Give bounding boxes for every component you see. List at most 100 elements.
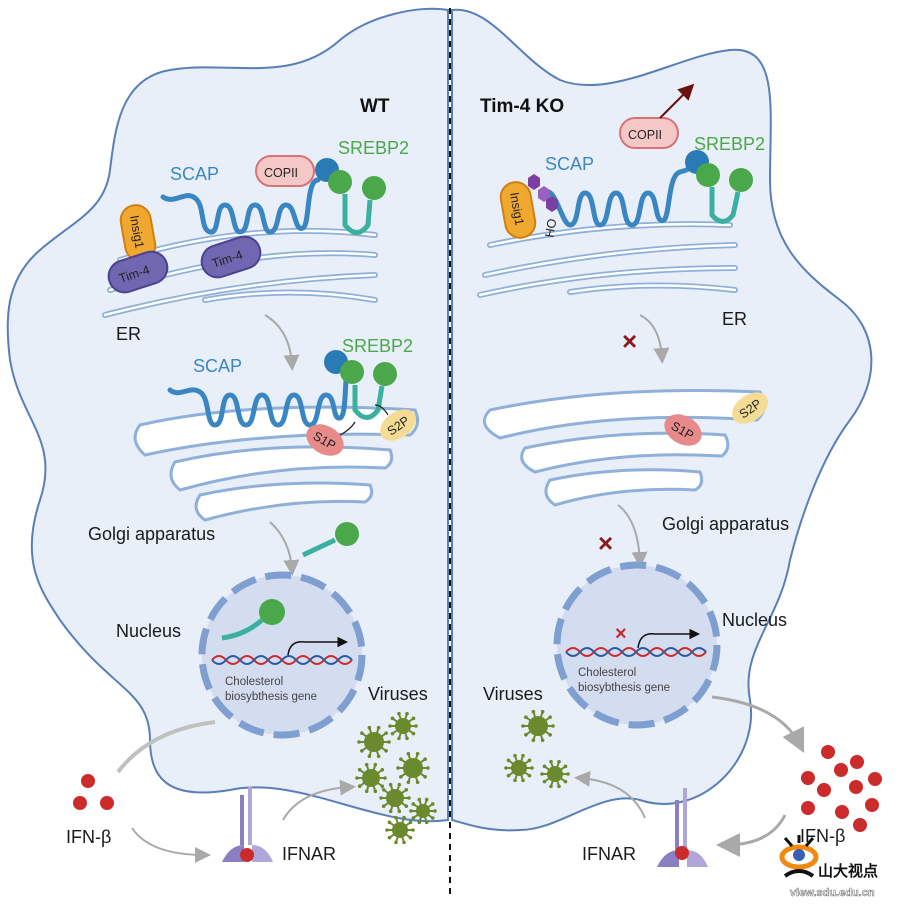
virus-particle	[385, 815, 415, 845]
srebp2-chain-right	[709, 187, 741, 224]
ifn-dot	[868, 772, 882, 786]
scap-protein-golgi-left	[167, 362, 353, 428]
ifn-dot	[801, 771, 815, 785]
gene-label-right-2: biosybthesis gene	[578, 682, 670, 694]
copii-right	[619, 117, 679, 149]
arrow-ifn-to-ifnar-left	[131, 827, 211, 863]
srebp2-label-left: SREBP2	[338, 138, 409, 158]
srebp2-fragment-head	[335, 522, 359, 546]
gene-label-left-1: Cholesterol	[225, 676, 283, 688]
virus-particle	[355, 762, 387, 794]
dna-strand-blue-right	[565, 647, 707, 657]
scap-protein-left	[160, 177, 321, 235]
srebp2-head1-left	[328, 170, 352, 194]
virus-cluster-right	[504, 709, 570, 789]
srebp2-label-golgi-left: SREBP2	[342, 336, 413, 356]
s2p-right	[731, 392, 769, 424]
ifn-dot	[835, 805, 849, 819]
transcription-arrow-left	[287, 636, 348, 656]
srebp2-label-right: SREBP2	[694, 134, 765, 154]
copii-left	[255, 155, 315, 187]
virus-particle	[388, 711, 418, 741]
arrow-er-to-golgi-left	[264, 314, 300, 371]
golgi-right	[482, 388, 766, 507]
ifnar-receptor-right	[657, 788, 708, 867]
nucleus-label-right: Nucleus	[722, 610, 787, 630]
viruses-label-right: Viruses	[483, 684, 543, 704]
insig1-right	[499, 181, 537, 239]
scap-protein-right	[542, 162, 698, 228]
ifn-dot	[817, 783, 831, 797]
srebp2-head2-right	[729, 168, 753, 192]
panel-title-ko: Tim-4 KO	[480, 96, 564, 117]
er-label-left: ER	[116, 324, 141, 344]
ifn-dot	[850, 755, 864, 769]
s2p-cleavage-arrow	[374, 404, 389, 416]
srebp2-nuclear-head	[259, 599, 285, 625]
ifnar-receptor-left	[222, 787, 273, 862]
s1p-left	[306, 424, 344, 456]
arrow-ifnar-to-viruses-right	[574, 770, 646, 819]
srebp2-chain-left	[342, 194, 373, 235]
virus-cluster-left	[355, 711, 437, 845]
nucleus-label-left: Nucleus	[116, 621, 181, 641]
s1p-cleavage-arrow	[339, 421, 356, 436]
srebp2-nuclear-chain	[221, 618, 264, 641]
s1p-right	[664, 414, 702, 446]
ifn-label-left: IFN-β	[66, 827, 111, 847]
er-right-inner	[478, 222, 737, 297]
insig1-label-left: Insig1	[127, 214, 147, 249]
ifnar-label-right: IFNAR	[582, 844, 636, 864]
watermark-text: 山大视点	[818, 862, 878, 880]
arrow-golgi-to-nucleus-left	[269, 521, 300, 576]
ifn-dot	[853, 818, 867, 832]
block-mark-golgi-nucleus: ×	[598, 528, 613, 558]
tim4-left-2	[200, 235, 262, 279]
s2p-left	[379, 409, 417, 441]
srebp2-head2-left	[362, 176, 386, 200]
golgi-label-left: Golgi apparatus	[88, 524, 215, 544]
er-label-right: ER	[722, 309, 747, 329]
srebp2-head1-right	[696, 163, 720, 187]
arrow-ifnar-to-viruses-left	[282, 779, 356, 821]
gene-label-left-2: biosybthesis gene	[225, 691, 317, 703]
ifn-dot	[100, 796, 114, 810]
golgi-left	[133, 405, 420, 522]
copii-label-right: COPII	[628, 128, 662, 142]
ifn-dot	[849, 780, 863, 794]
virus-particle	[504, 753, 534, 783]
ifn-dot	[834, 763, 848, 777]
scap-label-left: SCAP	[170, 164, 219, 184]
arrow-nucleus-to-ifn-right	[711, 695, 805, 754]
viruses-label-left: Viruses	[368, 684, 428, 704]
copii-label-left: COPII	[264, 166, 298, 180]
insig1-label-right: Insig1	[507, 191, 527, 226]
srebp2-chain-golgi-left	[352, 385, 385, 420]
block-mark-transcription: ×	[615, 623, 627, 645]
ifn-dot	[821, 745, 835, 759]
tim4-left-1	[107, 250, 169, 294]
ifn-dot	[81, 774, 95, 788]
dna-strand-blue-left	[211, 655, 353, 665]
virus-particle	[409, 797, 437, 825]
virus-particle	[521, 709, 555, 743]
arrow-nucleus-to-ifn-left	[116, 720, 216, 774]
ifn-cluster-right	[801, 745, 882, 832]
nucleus-left	[198, 571, 366, 739]
srebp2-head1-golgi-left	[340, 360, 364, 384]
virus-particle	[396, 751, 430, 785]
transcription-arrow-right	[637, 628, 700, 649]
golgi-label-right: Golgi apparatus	[662, 514, 789, 534]
ifn-dot	[73, 796, 87, 810]
nucleus-right	[553, 561, 721, 729]
gene-label-right-1: Cholesterol	[578, 667, 636, 679]
ifn-dot	[801, 801, 815, 815]
arrow-golgi-to-nucleus-right	[617, 504, 648, 568]
panel-title-wt: WT	[360, 96, 390, 117]
oxysterol-right	[528, 174, 558, 212]
srebp2-head2-golgi-left	[373, 362, 397, 386]
arrow-er-to-golgi-right	[639, 314, 670, 364]
ifnar-label-left: IFNAR	[282, 844, 336, 864]
virus-particle	[379, 782, 411, 814]
